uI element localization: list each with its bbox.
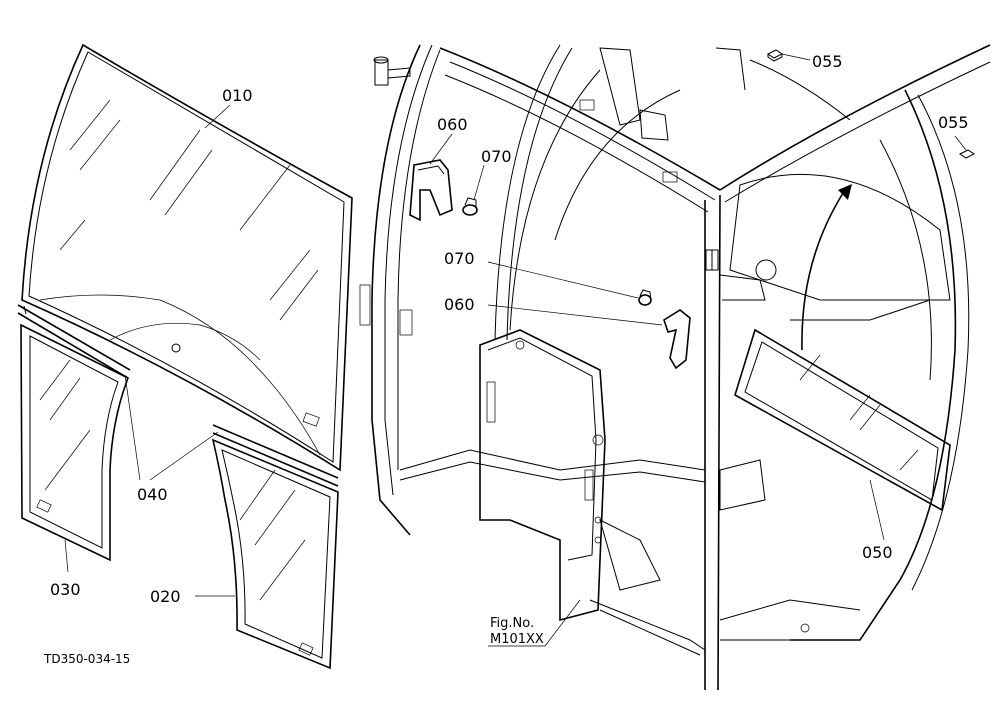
part-040-seal-strips xyxy=(17,304,339,487)
part-055-plate-a xyxy=(767,49,783,62)
callout-070-lower: 070 xyxy=(444,249,475,268)
callout-040: 040 xyxy=(137,485,168,504)
callout-050: 050 xyxy=(862,543,893,562)
part-060-handle-upper xyxy=(409,159,453,222)
callout-060-upper: 060 xyxy=(437,115,468,134)
callout-010: 010 xyxy=(222,86,253,105)
part-020-lower-glass xyxy=(211,438,339,670)
callout-055-top: 055 xyxy=(812,52,843,71)
callout-020: 020 xyxy=(150,587,181,606)
callout-055-right: 055 xyxy=(938,113,969,132)
callout-030: 030 xyxy=(50,580,81,599)
fig-label: Fig.No. xyxy=(490,616,534,631)
part-070-knob-lower xyxy=(638,289,652,306)
part-050-rear-glass xyxy=(734,184,951,512)
leader-lines xyxy=(64,53,967,647)
part-060-handle-lower xyxy=(663,309,691,370)
part-070-knob-upper xyxy=(462,197,478,216)
fig-number: M101XX xyxy=(490,632,544,647)
callout-070-upper: 070 xyxy=(481,147,512,166)
drawing-code: TD350-034-15 xyxy=(43,652,130,666)
part-010-windshield xyxy=(21,43,353,472)
cab-frame xyxy=(359,44,991,691)
callout-060-lower: 060 xyxy=(444,295,475,314)
part-055-plate-b xyxy=(959,149,975,159)
